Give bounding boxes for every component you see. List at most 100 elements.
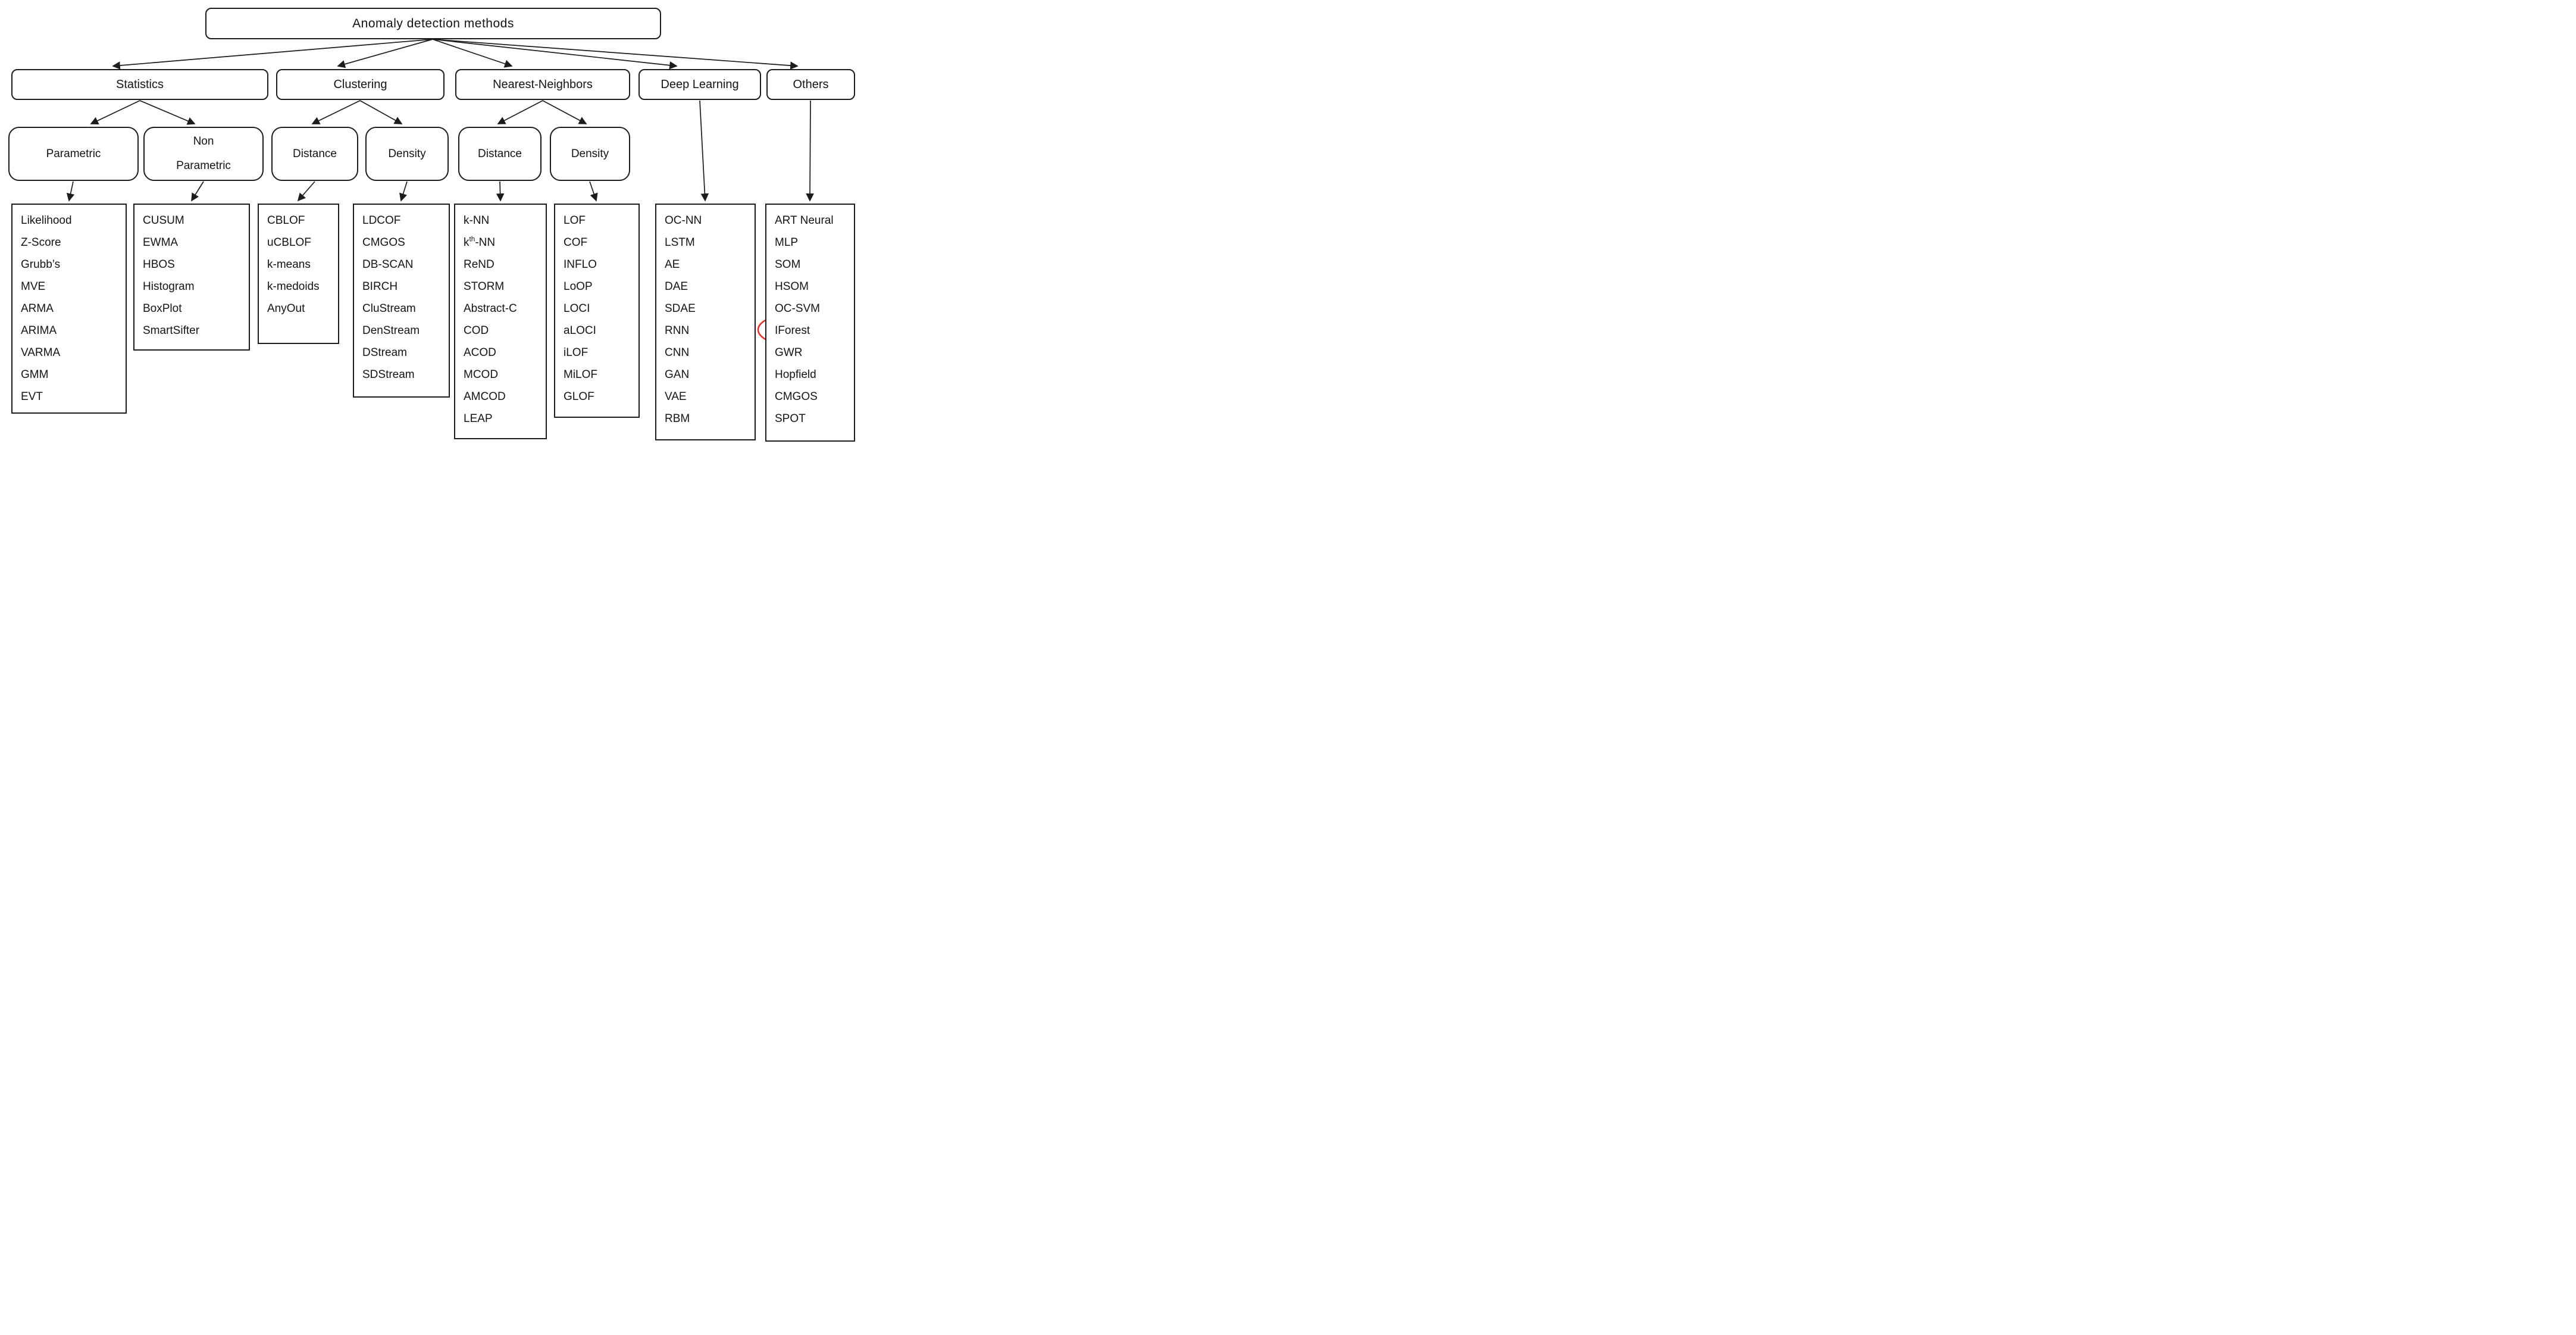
- list-item: COD: [464, 324, 489, 337]
- list-item: ART Neural: [775, 214, 834, 227]
- list-item: DStream: [362, 346, 407, 359]
- connector-arrow: [139, 100, 196, 125]
- category-label: Others: [793, 77, 829, 91]
- category-node-deep-learning: Deep Learning: [638, 69, 761, 100]
- list-item: VARMA: [21, 346, 61, 359]
- subcategory-label: Density: [571, 147, 609, 160]
- list-item: CluStream: [362, 302, 416, 315]
- category-node-others: Others: [766, 69, 855, 100]
- connector-arrow: [432, 39, 799, 70]
- list-item: AnyOut: [267, 302, 305, 315]
- list-item: BIRCH: [362, 280, 398, 293]
- subcategory-node-nn-density: Density: [550, 127, 630, 181]
- list-item: SDAE: [665, 302, 696, 315]
- list-item: SOM: [775, 258, 801, 271]
- list-item: Grubb’s: [21, 258, 61, 271]
- method-list-nn-distance: k-NN kth-NN ReND STORM Abstract-C COD ACOD MCOD…: [454, 204, 547, 439]
- connector-arrow: [112, 39, 433, 70]
- connector-arrow: [699, 100, 709, 202]
- connector-arrow: [311, 100, 361, 124]
- category-label: Statistics: [115, 77, 164, 91]
- list-item: ARIMA: [21, 324, 57, 337]
- list-item: k-means: [267, 258, 311, 271]
- list-item: CBLOF: [267, 214, 305, 227]
- list-item: GMM: [21, 368, 49, 381]
- subcategory-node-parametric: Parametric: [8, 127, 139, 181]
- list-item: LOF: [564, 214, 586, 227]
- connector-arrow: [66, 181, 75, 202]
- list-item: SmartSifter: [143, 324, 200, 337]
- connector-arrow: [497, 100, 543, 124]
- list-item: IForest: [775, 324, 810, 337]
- list-item: AE: [665, 258, 680, 271]
- list-item: Histogram: [143, 280, 195, 293]
- list-item: SPOT: [775, 412, 806, 425]
- category-node-nearest-neighbors: Nearest-Neighbors: [455, 69, 630, 100]
- list-item: EWMA: [143, 236, 179, 249]
- connector-arrow: [191, 181, 204, 202]
- list-item: LDCOF: [362, 214, 401, 227]
- list-item: VAE: [665, 390, 687, 403]
- subcategory-label: Distance: [293, 147, 337, 160]
- list-item: k-medoids: [267, 280, 320, 293]
- list-item: MVE: [21, 280, 46, 293]
- connector-arrow: [542, 100, 587, 124]
- category-label: Deep Learning: [661, 77, 739, 91]
- list-item: ReND: [464, 258, 494, 271]
- list-item: BoxPlot: [143, 302, 182, 315]
- list-item: LoOP: [564, 280, 593, 293]
- list-item: Abstract-C: [464, 302, 517, 315]
- list-item: CNN: [665, 346, 690, 359]
- connector-arrow: [432, 39, 678, 70]
- category-label: Nearest-Neighbors: [493, 77, 593, 91]
- list-item: CMGOS: [362, 236, 405, 249]
- subcategory-label: Distance: [478, 147, 522, 160]
- list-item: CMGOS: [775, 390, 818, 403]
- list-item: MCOD: [464, 368, 499, 381]
- list-item: ARMA: [21, 302, 54, 315]
- list-item: OC-SVM: [775, 302, 820, 315]
- list-item: DAE: [665, 280, 688, 293]
- subcategory-node-clustering-density: Density: [365, 127, 449, 181]
- connector-arrow: [297, 181, 315, 202]
- list-item: k-NN: [464, 214, 490, 227]
- list-item: HBOS: [143, 258, 175, 271]
- list-item: INFLO: [564, 258, 597, 271]
- subcategory-label: Density: [388, 147, 426, 160]
- list-item: aLOCI: [564, 324, 596, 337]
- list-item: SDStream: [362, 368, 415, 381]
- connector-arrow: [432, 39, 513, 68]
- list-item: OC-NN: [665, 214, 702, 227]
- list-item: HSOM: [775, 280, 809, 293]
- list-item: GLOF: [564, 390, 594, 403]
- list-item: GWR: [775, 346, 803, 359]
- subcategory-label: Parametric: [46, 147, 101, 160]
- list-item: RNN: [665, 324, 690, 337]
- list-item: ACOD: [464, 346, 496, 359]
- list-item: GAN: [665, 368, 690, 381]
- subcategory-node-clustering-distance: Distance: [271, 127, 358, 181]
- connector-arrow: [337, 39, 433, 68]
- list-item: MLP: [775, 236, 799, 249]
- list-item: Hopfield: [775, 368, 816, 381]
- connector-arrow: [589, 181, 598, 202]
- connector-arrow: [90, 100, 140, 125]
- list-item: DenStream: [362, 324, 420, 337]
- list-item: uCBLOF: [267, 236, 311, 249]
- list-item: STORM: [464, 280, 505, 293]
- list-item: kth-NN: [464, 235, 496, 249]
- list-item: LOCI: [564, 302, 590, 315]
- list-item: Z-Score: [21, 236, 61, 249]
- connector-arrow: [359, 100, 403, 124]
- subcategory-node-nn-distance: Distance: [458, 127, 542, 181]
- list-item: AMCOD: [464, 390, 506, 403]
- category-node-statistics: Statistics: [11, 69, 268, 100]
- connector-arrow: [399, 181, 408, 202]
